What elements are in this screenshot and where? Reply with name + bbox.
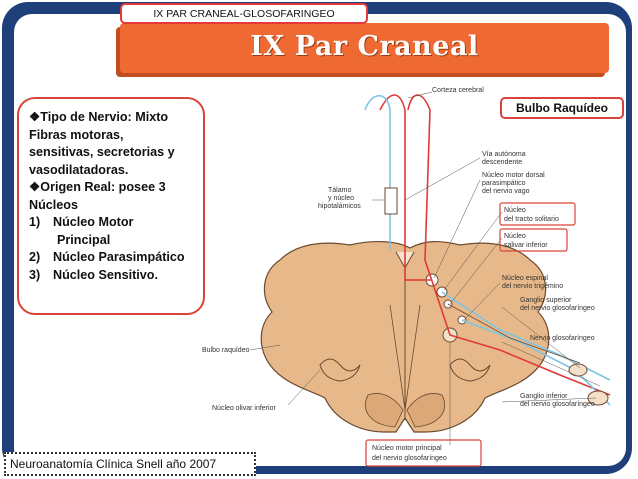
info-line-3: sensitivas, secretorias y xyxy=(29,145,175,159)
red-tract-top xyxy=(407,94,431,111)
pyramid-left xyxy=(364,393,404,428)
olive-right xyxy=(449,358,491,382)
label-nmd-1: Núcleo motor dorsal xyxy=(482,172,545,179)
label-gs-2: del nervio glosofaríngeo xyxy=(520,305,595,312)
title-banner: IX Par Craneal xyxy=(120,23,609,73)
label-nmp-1: Núcleo motor principal xyxy=(372,445,442,452)
slide-frame xyxy=(2,2,632,474)
label-bulbo: Bulbo raquídeo xyxy=(202,347,250,354)
label-talamo-2: y núcleo xyxy=(328,195,354,202)
leader-lines xyxy=(249,91,601,445)
label-gi-1: Ganglio inferior xyxy=(520,393,568,400)
label-talamo-3: hipotalámicos xyxy=(318,203,361,210)
medulla-diagram: Corteza cerebral Vía autónoma descendent… xyxy=(202,87,611,467)
source-citation: Neuroanatomía Clínica Snell año 2007 xyxy=(4,452,256,476)
list-item: 3)Núcleo Sensitivo. xyxy=(29,267,158,282)
red-tract-left xyxy=(379,94,432,281)
info-line-2: Fibras motoras, xyxy=(29,127,124,142)
blue-tract-trigeminal xyxy=(461,319,611,406)
label-noi: Núcleo olivar inferior xyxy=(212,405,276,412)
olive-left xyxy=(319,358,361,382)
label-nsi-1: Núcleo xyxy=(504,233,526,240)
label-via-2: descendente xyxy=(482,159,522,166)
list-item: 1)Núcleo Motor xyxy=(29,215,134,229)
label-nmd-2: parasimpático xyxy=(482,180,526,187)
highlight-salivatory xyxy=(499,228,568,252)
pyramid-right xyxy=(406,393,446,428)
label-nsi-2: salivar inferior xyxy=(504,242,548,249)
medial-lemniscus xyxy=(389,304,421,411)
info-line-type: ❖Tipo de Nervio: Mixto xyxy=(29,110,169,124)
label-ng: Nervio glosofaríngeo xyxy=(530,335,595,342)
info-line-6: Núcleos xyxy=(29,197,78,212)
label-talamo-1: Tálamo xyxy=(328,187,351,194)
label-nts-2: del tracto solitario xyxy=(504,216,559,223)
label-gi-2: del nervio glosofaríngeo xyxy=(520,401,595,408)
label-nts-1: Núcleo xyxy=(504,207,526,214)
label-via-1: Vía autónoma xyxy=(482,151,526,158)
label-nmp-2: del nervio glosofaríngeo xyxy=(372,455,447,462)
nerve-info-box: ❖Tipo de Nervio: Mixto Fibras motoras, s… xyxy=(17,97,205,315)
label-ne-1: Núcleo espinal xyxy=(502,275,548,282)
label-ne-2: del nervio trigémino xyxy=(502,283,563,290)
inferior-ganglion xyxy=(587,390,609,406)
list-item-continuation: Principal xyxy=(57,232,111,247)
label-gs-1: Ganglio superior xyxy=(520,297,572,304)
list-item: 2)Núcleo Parasimpático xyxy=(29,250,185,264)
red-tract-motor xyxy=(424,109,611,396)
blue-tract-ascending xyxy=(364,94,391,250)
thalamus-box xyxy=(384,187,398,215)
topic-label: IX PAR CRANEAL-GLOSOFARINGEO xyxy=(120,3,368,24)
info-line-4: vasodilatadoras. xyxy=(29,162,129,177)
page-title: IX Par Craneal xyxy=(250,31,479,62)
info-line-origin: ❖Origen Real: posee 3 xyxy=(29,180,166,194)
label-nmd-3: del nervio vago xyxy=(482,188,530,195)
highlight-motor-principal xyxy=(365,439,482,467)
highlight-solitary xyxy=(499,202,576,226)
superior-ganglion xyxy=(568,363,588,377)
bulbo-raquideo-label: Bulbo Raquídeo xyxy=(500,97,624,119)
label-corteza: Corteza cerebral xyxy=(432,87,484,94)
